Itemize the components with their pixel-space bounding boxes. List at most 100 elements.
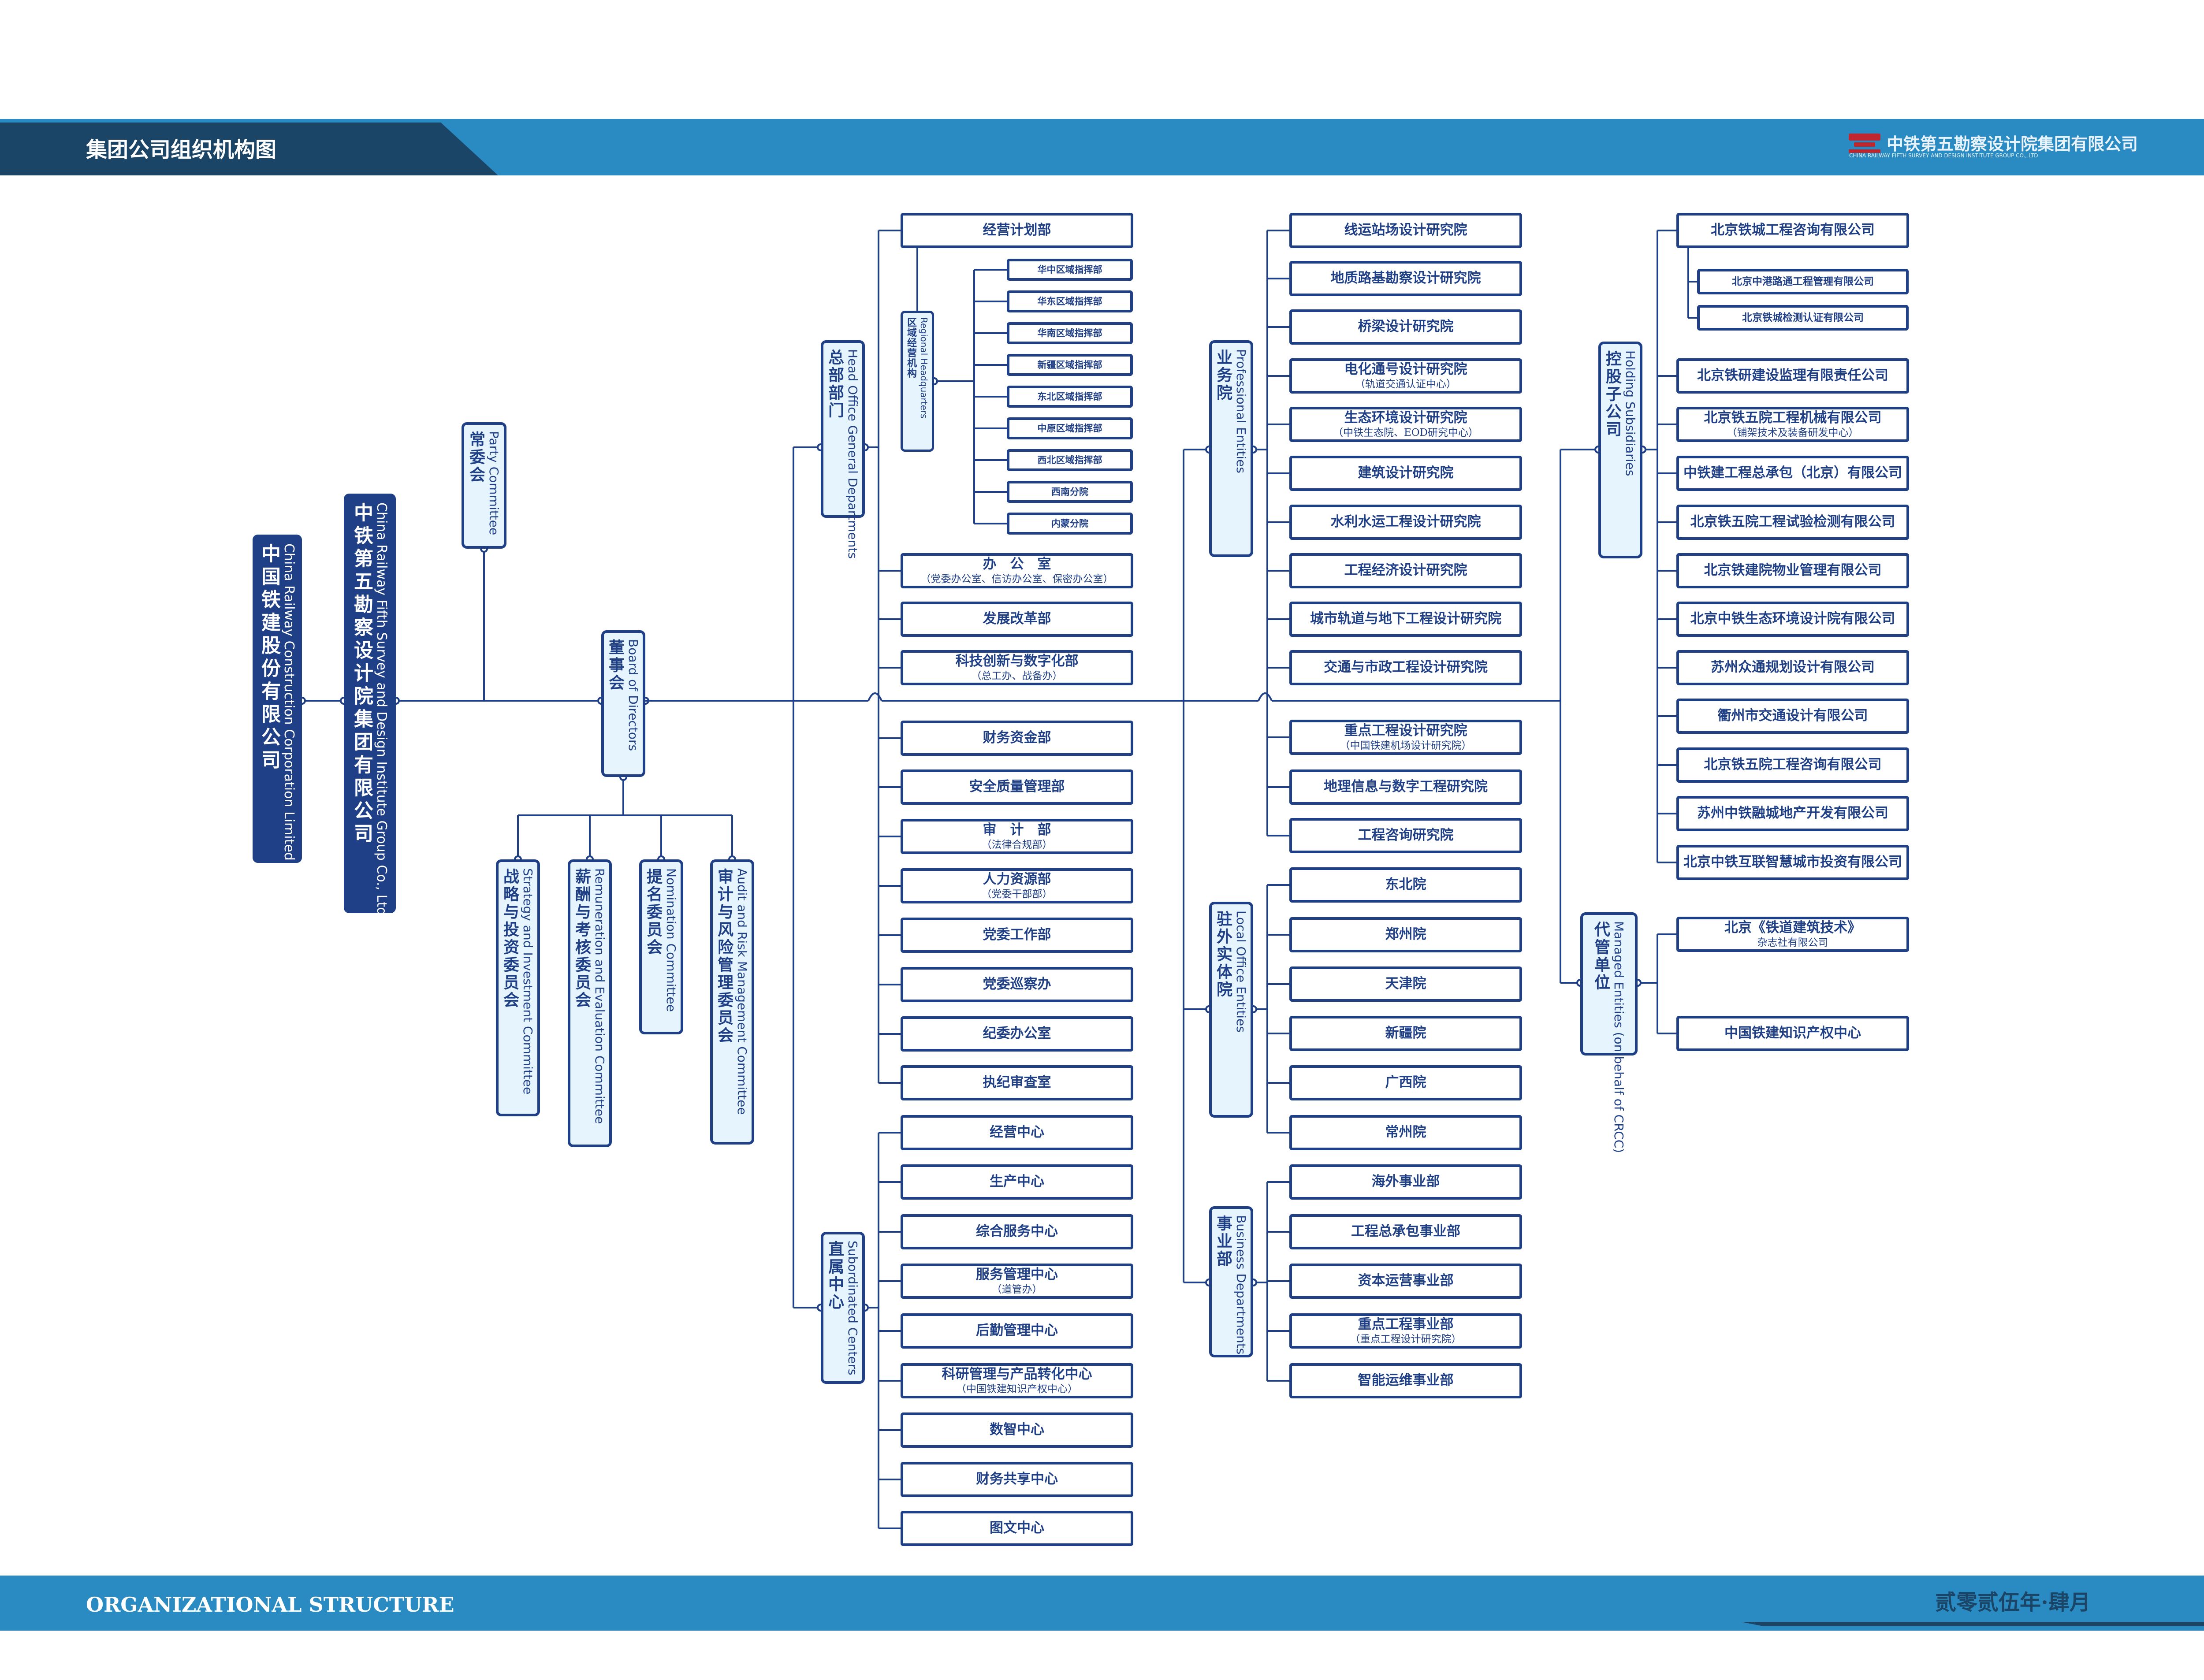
local-4: 新疆院 [1289,1016,1522,1051]
professional-8: 工程经济设计研究院 [1289,553,1522,588]
center-9: 图文中心 [901,1511,1133,1546]
center-4: 服务管理中心（道管办） [901,1264,1133,1299]
hq-dept-11: 纪委办公室 [901,1016,1133,1052]
regional-item-5: 东北区域指挥部 [1007,386,1133,408]
professional-entities-en: Professional Entities [1234,349,1248,473]
center-7-label: 数智中心 [990,1422,1044,1438]
holding-11: 北京中铁互联智慧城市投资有限公司 [1676,845,1909,880]
business-5: 智能运维事业部 [1289,1363,1522,1398]
center-6: 科研管理与产品转化中心（中国铁建知识产权中心） [901,1363,1133,1398]
holding-8-label: 衢州市交通设计有限公司 [1717,708,1868,724]
holding-10: 苏州中铁融城地产开发有限公司 [1676,796,1909,831]
professional-4-label: 电化通号设计研究院 [1344,361,1467,378]
holding-11-label: 北京中铁互联智慧城市投资有限公司 [1683,854,1902,870]
connector-hop [1258,692,1273,701]
holding-8: 衢州市交通设计有限公司 [1676,699,1909,734]
professional-1: 线运站场设计研究院 [1289,213,1522,248]
local-office-entities-cn: 驻外实体院 [1214,911,1232,999]
center-2: 生产中心 [901,1164,1133,1200]
center-9-label: 图文中心 [990,1520,1044,1536]
local-3-label: 天津院 [1385,976,1426,992]
footer-label: ORGANIZATIONAL STRUCTURE [86,1593,454,1617]
professional-5-label: 生态环境设计研究院 [1344,410,1467,426]
hq-dept-9-label: 党委工作部 [983,927,1051,943]
regional-item-5-label: 东北区域指挥部 [1037,390,1102,402]
holding-sub-1: 北京中港路通工程管理有限公司 [1697,269,1909,294]
professional-13-label: 工程咨询研究院 [1358,827,1454,844]
hq-dept-8: 人力资源部（党委干部部） [901,868,1133,903]
committee-2-cn: 薪酬与考核委员会 [573,868,591,1009]
hq-dept-2-label: 办 公 室 [983,556,1051,572]
subordinated-centers-cn: 直属中心 [826,1241,844,1311]
group-company-cn: 中铁第五勘察设计院集团有限公司 [350,502,373,846]
professional-4: 电化通号设计研究院（轨道交通认证中心） [1289,358,1522,394]
center-7: 数智中心 [901,1412,1133,1448]
center-4-sublabel: （道管办） [991,1283,1042,1295]
local-6: 常州院 [1289,1115,1522,1150]
professional-11: 重点工程设计研究院（中国铁建机场设计研究院） [1289,720,1522,755]
professional-6-label: 建筑设计研究院 [1358,465,1454,481]
holding-sub-1-label: 北京中港路通工程管理有限公司 [1732,275,1874,287]
center-1-label: 经营中心 [990,1124,1044,1141]
regional-item-3: 华南区域指挥部 [1007,322,1133,344]
root-company-cn: 中国铁建股份有限公司 [258,543,280,773]
managed-2-label: 中国铁建知识产权中心 [1724,1025,1861,1041]
regional-item-4: 新疆区域指挥部 [1007,354,1133,376]
professional-2: 地质路基勘察设计研究院 [1289,261,1522,296]
regional-item-9-label: 内蒙分院 [1051,517,1088,529]
holding-7-label: 苏州众通规划设计有限公司 [1711,659,1875,676]
local-3: 天津院 [1289,966,1522,1002]
regional-item-6: 中原区域指挥部 [1007,417,1133,439]
hq-dept-1-label: 经营计划部 [983,222,1051,238]
hq-dept-7-label: 审 计 部 [983,822,1051,838]
holding-1-label: 北京铁研建设监理有限责任公司 [1697,368,1888,384]
professional-7-label: 水利水运工程设计研究院 [1330,514,1481,530]
regional-item-1-label: 华中区域指挥部 [1037,264,1102,275]
committee-1-en: Strategy and Investment Committee [521,868,535,1095]
regional-item-7-label: 西北区域指挥部 [1037,454,1102,465]
group-company-en: China Railway Fifth Survey and Design In… [374,502,389,916]
holding-2-label: 北京铁五院工程机械有限公司 [1704,410,1882,426]
business-4-label: 重点工程事业部 [1358,1316,1454,1333]
party-committee-en: Party Committee [487,431,501,535]
board-of-directors-cn: 董事会 [606,639,625,692]
holding-subsidiaries-en: Holding Subsidiaries [1623,350,1638,476]
business-3: 资本运营事业部 [1289,1264,1522,1299]
center-3: 综合服务中心 [901,1214,1133,1249]
hq-dept-12: 执纪审查室 [901,1065,1133,1100]
regional-item-7: 西北区域指挥部 [1007,449,1133,471]
professional-11-label: 重点工程设计研究院 [1344,723,1467,739]
company-name-en: CHINA RAILWAY FIFTH SURVEY AND DESIGN IN… [1849,152,2038,159]
managed-entities-en: Managed Entities (on behalf of CRCC) [1612,921,1626,1153]
crrc-logo-icon [1849,134,1880,153]
holding-10-label: 苏州中铁融城地产开发有限公司 [1697,805,1888,821]
professional-9: 城市轨道与地下工程设计研究院 [1289,602,1522,637]
holding-4: 北京铁五院工程试验检测有限公司 [1676,505,1909,540]
local-5-label: 广西院 [1385,1074,1426,1091]
professional-10-label: 交通与市政工程设计研究院 [1324,659,1488,676]
footer-date: 贰零贰伍年·肆月 [1935,1590,2091,1615]
business-5-label: 智能运维事业部 [1358,1372,1454,1389]
business-4: 重点工程事业部（重点工程设计研究院） [1289,1313,1522,1349]
holding-1: 北京铁研建设监理有限责任公司 [1676,358,1909,394]
regional-item-2-label: 华东区域指挥部 [1037,295,1102,307]
committee-3-en: Nomination Committee [664,868,678,1012]
committee-2-en: Remuneration and Evaluation Committee [592,868,607,1124]
center-4-label: 服务管理中心 [976,1267,1058,1283]
center-3-label: 综合服务中心 [976,1223,1058,1240]
holding-3: 中铁建工程总承包（北京）有限公司 [1676,456,1909,491]
regional-item-2: 华东区域指挥部 [1007,290,1133,312]
party-committee-cn: 常委会 [467,431,485,484]
hq-dept-2: 办 公 室（党委办公室、信访办公室、保密办公室） [901,553,1133,588]
professional-5: 生态环境设计研究院（中铁生态院、EOD研究中心） [1289,407,1522,442]
